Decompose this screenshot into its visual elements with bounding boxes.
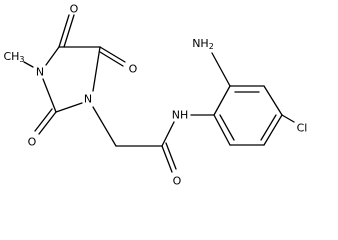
methyl-subscript: 3 bbox=[19, 55, 24, 64]
amino-subscript: 2 bbox=[209, 42, 214, 51]
bond-ar4-ar5 bbox=[263, 114, 283, 146]
chemical-structure-diagram: CH3 N O O O N O NH NH2 Cl bbox=[3, 3, 307, 188]
bond-c2-o-a bbox=[38, 111, 57, 135]
bond-co-nh bbox=[161, 121, 175, 147]
bond-co-o-a bbox=[161, 145, 173, 173]
bond-c4-o-a bbox=[99, 46, 126, 63]
bond-ar6-ar1 bbox=[213, 114, 231, 146]
bond-c2-n3 bbox=[42, 78, 57, 113]
bond-c5-o-a bbox=[58, 14, 70, 48]
amide-nh-label: NH bbox=[172, 109, 189, 122]
carbonyl-oxygen-bottom-label: O bbox=[28, 136, 37, 149]
bond-ar-inner-2 bbox=[260, 114, 277, 141]
bond-c4-o-b bbox=[99, 51, 124, 67]
bond-co-o-b bbox=[165, 142, 177, 170]
carbonyl-oxygen-right-label: O bbox=[129, 63, 138, 76]
ring-nitrogen-label: N bbox=[84, 93, 92, 106]
bond-n1-c2 bbox=[55, 102, 83, 113]
bond-ar-inner-3 bbox=[219, 114, 235, 141]
amino-label: NH2 bbox=[192, 37, 214, 51]
bond-c4-n1 bbox=[92, 46, 101, 92]
bond-c5-o-b bbox=[63, 14, 75, 48]
carbonyl-oxygen-top-label: O bbox=[70, 3, 79, 16]
bond-methyl-n bbox=[23, 61, 34, 68]
methyl-nitrogen-label: N bbox=[36, 66, 44, 79]
chloro-label: Cl bbox=[297, 122, 308, 135]
bond-n-c5 bbox=[45, 46, 60, 66]
bond-ar1-ar2 bbox=[213, 85, 231, 116]
bond-lines bbox=[23, 14, 295, 173]
bond-ar-cl bbox=[281, 114, 295, 123]
bond-ar3-ar4 bbox=[263, 85, 283, 116]
bond-n1-ch2 bbox=[92, 106, 117, 147]
atom-labels: CH3 N O O O N O NH NH2 Cl bbox=[3, 3, 307, 188]
bond-c2-o-b bbox=[34, 108, 53, 132]
methyl-label: CH3 bbox=[3, 50, 24, 64]
bond-ar-nh2 bbox=[211, 52, 231, 87]
amide-oxygen-label: O bbox=[173, 175, 182, 188]
